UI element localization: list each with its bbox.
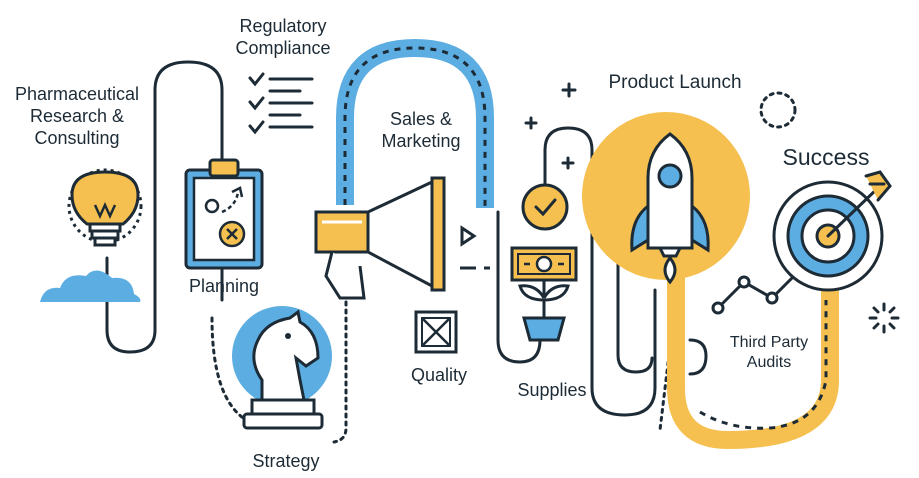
research-label: Pharmaceutical Research & Consulting <box>2 83 152 149</box>
sales-label-line1: Sales & <box>389 109 453 129</box>
megaphone-icon <box>314 176 490 300</box>
clipboard-icon <box>184 158 264 270</box>
strategy-label: Strategy <box>252 451 320 471</box>
launch-label: Product Launch <box>608 72 742 93</box>
yellow-path <box>667 259 839 450</box>
chess-knight-icon <box>232 306 332 430</box>
badge-check-icon <box>521 183 569 231</box>
regulatory-label-line2: Compliance <box>235 38 331 58</box>
arrow-icon <box>826 170 892 238</box>
quality-label: Quality <box>410 365 468 385</box>
line-graph-icon <box>711 270 800 315</box>
supplies-label: Supplies <box>517 380 587 400</box>
cloud-icon <box>40 270 141 302</box>
research-label-line2: Research & <box>29 106 125 126</box>
audits-label-line1: Third Party <box>729 334 809 351</box>
blue-arch <box>336 38 494 208</box>
rocket-icon <box>630 132 710 285</box>
light-bulb-icon <box>67 168 143 247</box>
sales-label: Sales & Marketing <box>366 108 476 152</box>
audits-label: Third Party Audits <box>714 333 824 373</box>
sales-label-line2: Marketing <box>381 131 461 151</box>
success-label: Success <box>782 144 870 170</box>
plant-pot-icon <box>518 280 570 342</box>
dotted-circle-icon <box>868 302 900 334</box>
regulatory-label: Regulatory Compliance <box>220 15 346 59</box>
money-bill-icon <box>510 246 578 282</box>
audits-label-line2: Audits <box>746 354 792 371</box>
planning-label: Planning <box>188 276 260 296</box>
research-label-line3: Consulting <box>34 128 120 148</box>
research-label-line1: Pharmaceutical <box>14 84 140 104</box>
connector-path <box>105 60 708 417</box>
checklist-icon <box>248 72 314 135</box>
checkbox-icon <box>414 310 458 354</box>
regulatory-label-line1: Regulatory <box>239 16 327 36</box>
